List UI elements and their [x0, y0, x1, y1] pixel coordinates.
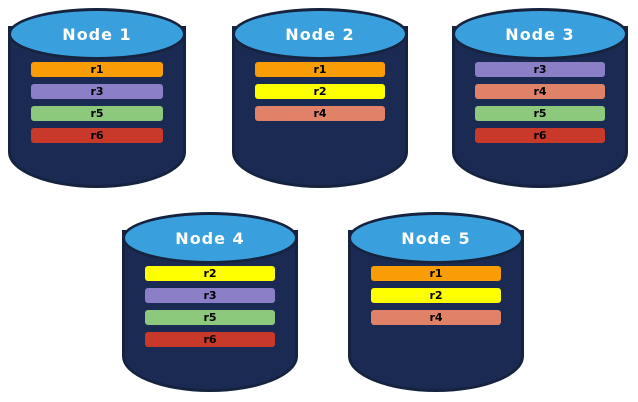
- record-label: r6: [203, 333, 217, 346]
- node-cylinder-1[interactable]: Node 1 r1 r3 r5 r6: [8, 8, 186, 188]
- cylinder-top: Node 1: [8, 8, 186, 60]
- cylinder-top: Node 3: [452, 8, 628, 60]
- node-title: Node 5: [401, 228, 471, 248]
- record-label: r5: [203, 311, 217, 324]
- record-bar-r5[interactable]: r5: [31, 106, 163, 121]
- record-label: r3: [533, 63, 547, 76]
- record-list: r1 r3 r5 r6: [8, 62, 186, 143]
- node-title: Node 1: [62, 24, 132, 44]
- node-title: Node 3: [505, 24, 575, 44]
- record-label: r3: [90, 85, 104, 98]
- record-label: r6: [533, 129, 547, 142]
- record-label: r5: [90, 107, 104, 120]
- record-bar-r3[interactable]: r3: [31, 84, 163, 99]
- node-cylinder-5[interactable]: Node 5 r1 r2 r4: [348, 212, 524, 392]
- record-label: r2: [429, 289, 443, 302]
- cylinder-top: Node 5: [348, 212, 524, 264]
- record-bar-r3[interactable]: r3: [474, 62, 606, 77]
- record-bar-r4[interactable]: r4: [370, 310, 502, 325]
- record-label: r4: [429, 311, 443, 324]
- record-label: r1: [429, 267, 443, 280]
- cylinder-top: Node 2: [232, 8, 408, 60]
- record-label: r4: [533, 85, 547, 98]
- record-bar-r1[interactable]: r1: [31, 62, 163, 77]
- record-label: r2: [203, 267, 217, 280]
- record-bar-r1[interactable]: r1: [370, 266, 502, 281]
- record-label: r3: [203, 289, 217, 302]
- node-cylinder-4[interactable]: Node 4 r2 r3 r5 r6: [122, 212, 298, 392]
- record-list: r1 r2 r4: [232, 62, 408, 121]
- record-label: r2: [313, 85, 327, 98]
- node-title: Node 4: [175, 228, 245, 248]
- record-bar-r5[interactable]: r5: [144, 310, 276, 325]
- record-list: r1 r2 r4: [348, 266, 524, 325]
- record-label: r4: [313, 107, 327, 120]
- record-bar-r1[interactable]: r1: [254, 62, 386, 77]
- record-label: r1: [90, 63, 104, 76]
- record-bar-r6[interactable]: r6: [144, 332, 276, 347]
- record-label: r6: [90, 129, 104, 142]
- record-bar-r4[interactable]: r4: [254, 106, 386, 121]
- record-label: r1: [313, 63, 327, 76]
- node-title: Node 2: [285, 24, 355, 44]
- record-bar-r2[interactable]: r2: [370, 288, 502, 303]
- record-list: r2 r3 r5 r6: [122, 266, 298, 347]
- record-bar-r5[interactable]: r5: [474, 106, 606, 121]
- record-list: r3 r4 r5 r6: [452, 62, 628, 143]
- record-bar-r4[interactable]: r4: [474, 84, 606, 99]
- record-bar-r3[interactable]: r3: [144, 288, 276, 303]
- record-label: r5: [533, 107, 547, 120]
- record-bar-r6[interactable]: r6: [474, 128, 606, 143]
- record-bar-r2[interactable]: r2: [254, 84, 386, 99]
- record-bar-r6[interactable]: r6: [31, 128, 163, 143]
- record-bar-r2[interactable]: r2: [144, 266, 276, 281]
- node-cylinder-2[interactable]: Node 2 r1 r2 r4: [232, 8, 408, 188]
- cylinder-top: Node 4: [122, 212, 298, 264]
- node-cylinder-3[interactable]: Node 3 r3 r4 r5 r6: [452, 8, 628, 188]
